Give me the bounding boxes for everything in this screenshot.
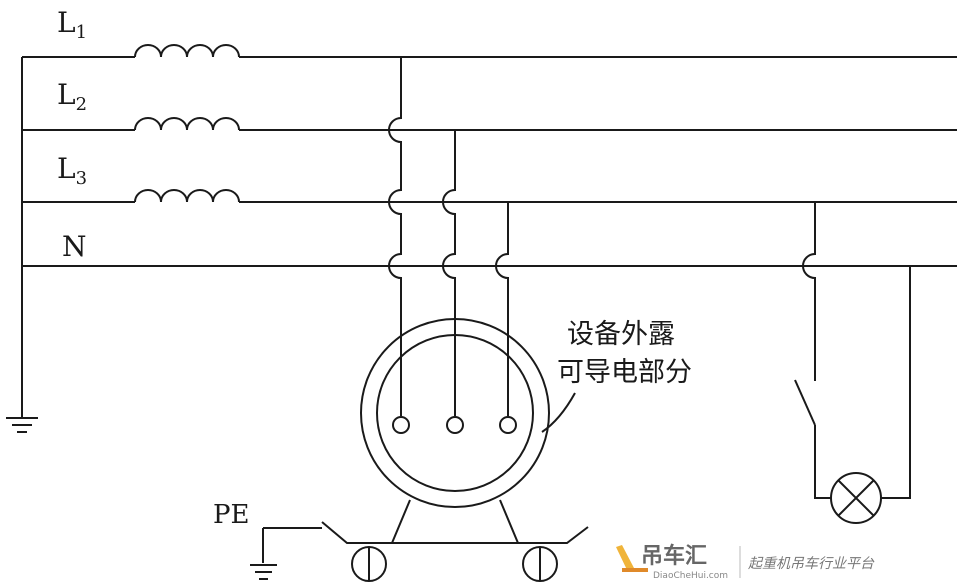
label-l2: L2: [57, 78, 87, 115]
switch-icon: [794, 379, 816, 426]
watermark-brand: 吊车汇: [641, 543, 707, 569]
winding-coil-l2: [134, 117, 240, 131]
lamp-circuit: [794, 202, 911, 524]
winding-coil-l3: [134, 189, 240, 203]
watermark-slogan: 起重机吊车行业平台: [748, 556, 875, 572]
motor-terminal-3: [499, 416, 517, 434]
annotation-line-2: 可导电部分: [557, 357, 692, 388]
label-l3: L3: [57, 152, 87, 189]
pe-ground-icon: [250, 564, 277, 580]
annotation-leader: [541, 392, 576, 433]
motor-icon: [360, 318, 550, 544]
motor-terminal-1: [392, 416, 410, 434]
crane-logo-icon: [616, 545, 634, 572]
annotation-line-1: 设备外露: [567, 319, 675, 350]
phase-conductors: [239, 56, 957, 203]
source-neutral-bus: [21, 56, 957, 412]
equipment-frame: [250, 521, 589, 580]
motor-feeder-l2: [442, 130, 456, 416]
winding-coil-l1: [134, 44, 240, 58]
source-ground-icon: [6, 412, 38, 433]
lamp-feeder: [802, 202, 816, 381]
pe-label: PE: [213, 500, 249, 530]
wheel-left-icon: [351, 546, 387, 582]
wheel-right-icon: [522, 546, 558, 582]
motor-terminal-2: [446, 416, 464, 434]
motor-feeder-l1: [388, 57, 402, 416]
watermark-logo: 吊车汇 DiaoCheHui.com 起重机吊车行业平台: [616, 543, 875, 581]
watermark-url: DiaoCheHui.com: [653, 571, 728, 581]
motor-feeder-l3: [495, 202, 509, 416]
motor-stand: [391, 499, 519, 544]
label-n: N: [62, 230, 87, 263]
label-l1: L1: [57, 6, 87, 43]
